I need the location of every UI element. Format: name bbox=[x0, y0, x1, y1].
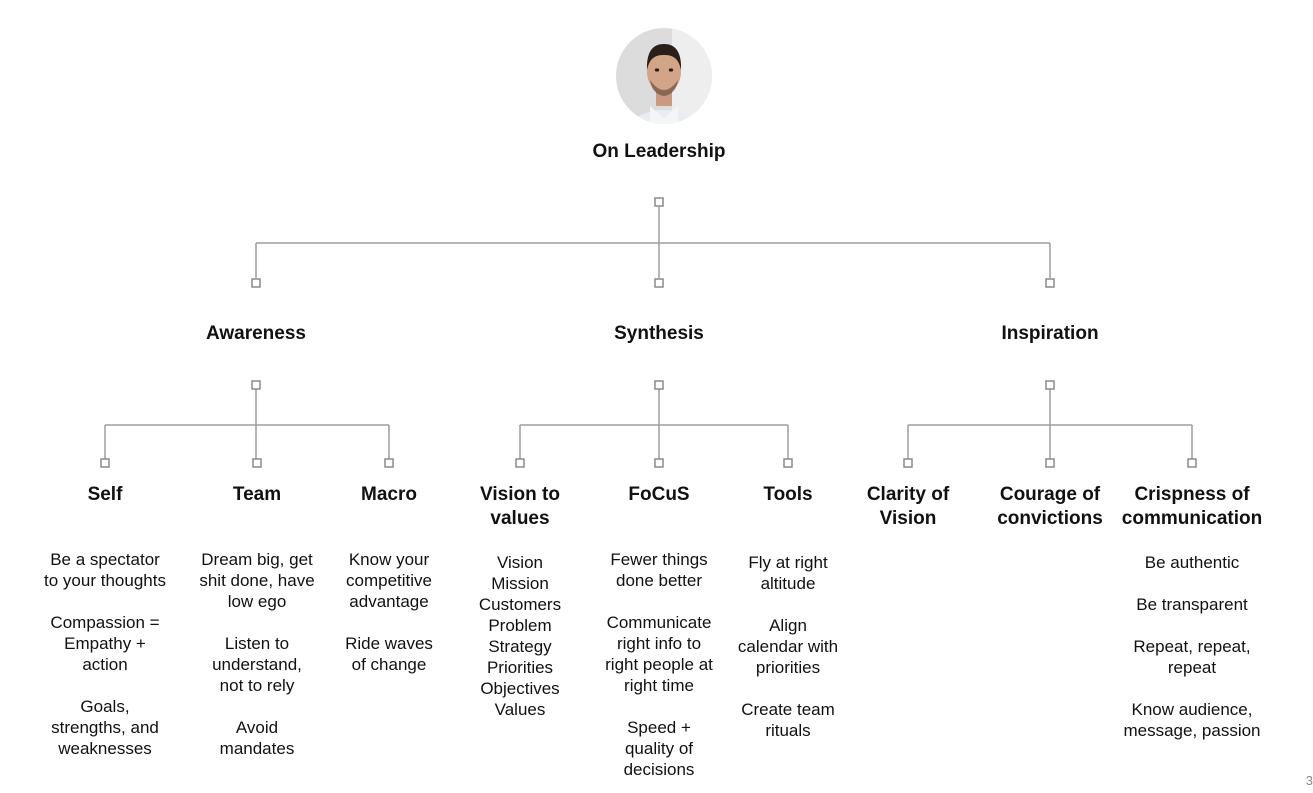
list-item: Repeat, repeat, repeat bbox=[1133, 637, 1251, 677]
branch-inspiration: Inspiration bbox=[1001, 323, 1099, 344]
items-team: Dream big, get shit done, have low ego L… bbox=[187, 549, 327, 759]
list-item: Objectives bbox=[480, 679, 560, 698]
portrait-photo bbox=[616, 28, 712, 124]
node-crispness-of-communication: Crispness of communication bbox=[1121, 484, 1263, 529]
items-self: Be a spectator to your thoughts Compassi… bbox=[30, 549, 180, 759]
node-handle-vision-to-values bbox=[515, 458, 525, 468]
node-handle-inspiration-bottom bbox=[1045, 380, 1055, 390]
list-item: Know audience, message, passion bbox=[1123, 700, 1261, 740]
node-clarity-of-vision: Clarity of Vision bbox=[866, 484, 950, 529]
node-focus: FoCuS bbox=[628, 484, 690, 505]
items-vision-to-values: Vision Mission Customers Problem Strateg… bbox=[460, 552, 580, 720]
list-item: Problem bbox=[488, 616, 552, 635]
node-handle-awareness-top bbox=[251, 278, 261, 288]
list-item: Be transparent bbox=[1136, 595, 1248, 614]
page-number: 3 bbox=[1305, 773, 1313, 788]
items-macro: Know your competitive advantage Ride wav… bbox=[329, 549, 449, 675]
node-handle-focus bbox=[654, 458, 664, 468]
list-item: Values bbox=[494, 700, 546, 719]
list-item: Speed + quality of decisions bbox=[623, 718, 695, 779]
node-handle-synthesis-bottom bbox=[654, 380, 664, 390]
node-tools: Tools bbox=[763, 484, 813, 505]
node-courage-of-convictions: Courage of convictions bbox=[997, 484, 1103, 529]
root-title: On Leadership bbox=[592, 141, 726, 162]
items-tools: Fly at right altitude Align calendar wit… bbox=[728, 552, 848, 741]
node-handle-team bbox=[252, 458, 262, 468]
list-item: Know your competitive advantage bbox=[346, 550, 432, 611]
node-macro: Macro bbox=[361, 484, 417, 505]
list-item: Fewer things done better bbox=[610, 550, 708, 590]
node-vision-to-values: Vision to values bbox=[480, 484, 560, 529]
list-item: Dream big, get shit done, have low ego bbox=[199, 550, 315, 611]
list-item: Be a spectator to your thoughts bbox=[44, 550, 166, 590]
node-handle-tools bbox=[783, 458, 793, 468]
node-handle-awareness-bottom bbox=[251, 380, 261, 390]
list-item: Ride waves of change bbox=[345, 634, 433, 674]
items-focus: Fewer things done better Communicate rig… bbox=[594, 549, 724, 780]
node-handle-courage bbox=[1045, 458, 1055, 468]
node-team: Team bbox=[232, 484, 282, 505]
list-item: Listen to understand, not to rely bbox=[212, 634, 302, 695]
node-handle-macro bbox=[384, 458, 394, 468]
list-item: Be authentic bbox=[1144, 553, 1240, 572]
list-item: Goals, strengths, and weaknesses bbox=[51, 697, 159, 758]
node-handle-inspiration-top bbox=[1045, 278, 1055, 288]
node-self: Self bbox=[87, 484, 123, 505]
list-item: Create team rituals bbox=[741, 700, 835, 740]
list-item: Align calendar with priorities bbox=[737, 616, 839, 677]
list-item: Strategy bbox=[488, 637, 552, 656]
branch-awareness: Awareness bbox=[206, 323, 306, 344]
list-item: Priorities bbox=[486, 658, 554, 677]
list-item: Customers bbox=[478, 595, 562, 614]
list-item: Communicate right info to right people a… bbox=[605, 613, 713, 695]
list-item: Mission bbox=[491, 574, 549, 593]
node-handle-synthesis-top bbox=[654, 278, 664, 288]
list-item: Fly at right altitude bbox=[748, 553, 828, 593]
avatar bbox=[616, 28, 712, 124]
list-item: Compassion = Empathy + action bbox=[50, 613, 160, 674]
items-crispness: Be authentic Be transparent Repeat, repe… bbox=[1117, 552, 1267, 741]
node-handle-self bbox=[100, 458, 110, 468]
node-handle-crispness bbox=[1187, 458, 1197, 468]
node-handle-root bbox=[654, 197, 664, 207]
list-item: Avoid mandates bbox=[219, 718, 295, 758]
list-item: Vision bbox=[497, 553, 543, 572]
node-handle-clarity bbox=[903, 458, 913, 468]
branch-synthesis: Synthesis bbox=[614, 323, 704, 344]
